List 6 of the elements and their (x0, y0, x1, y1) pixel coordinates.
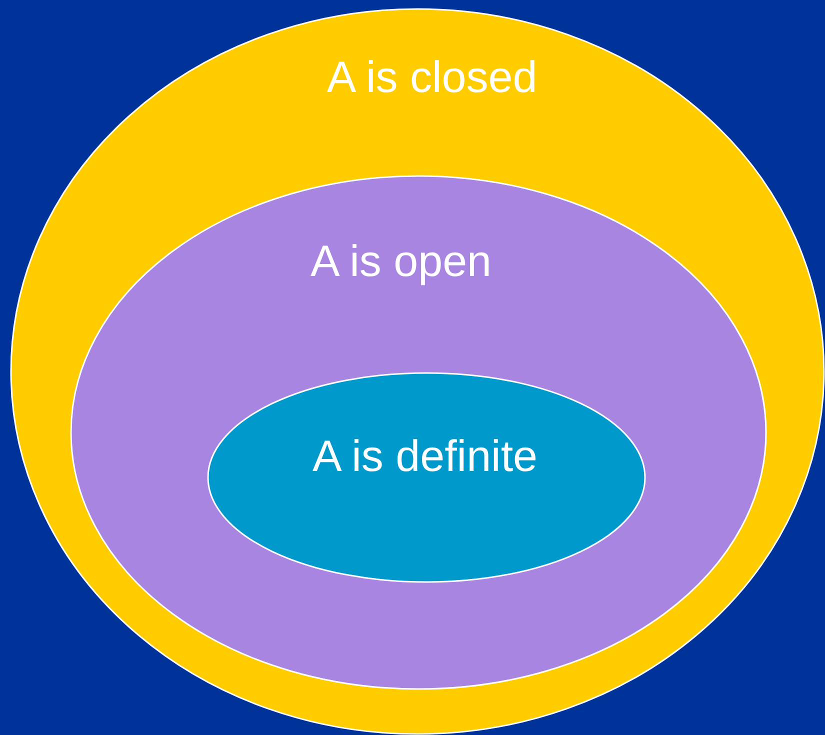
ellipse-region (70, 175, 767, 690)
ellipse-region (207, 372, 646, 583)
region-label: A is open (310, 238, 492, 286)
ellipse-region (10, 8, 825, 735)
region-label: A is closed (326, 54, 538, 102)
region-label: A is definite (312, 432, 538, 482)
